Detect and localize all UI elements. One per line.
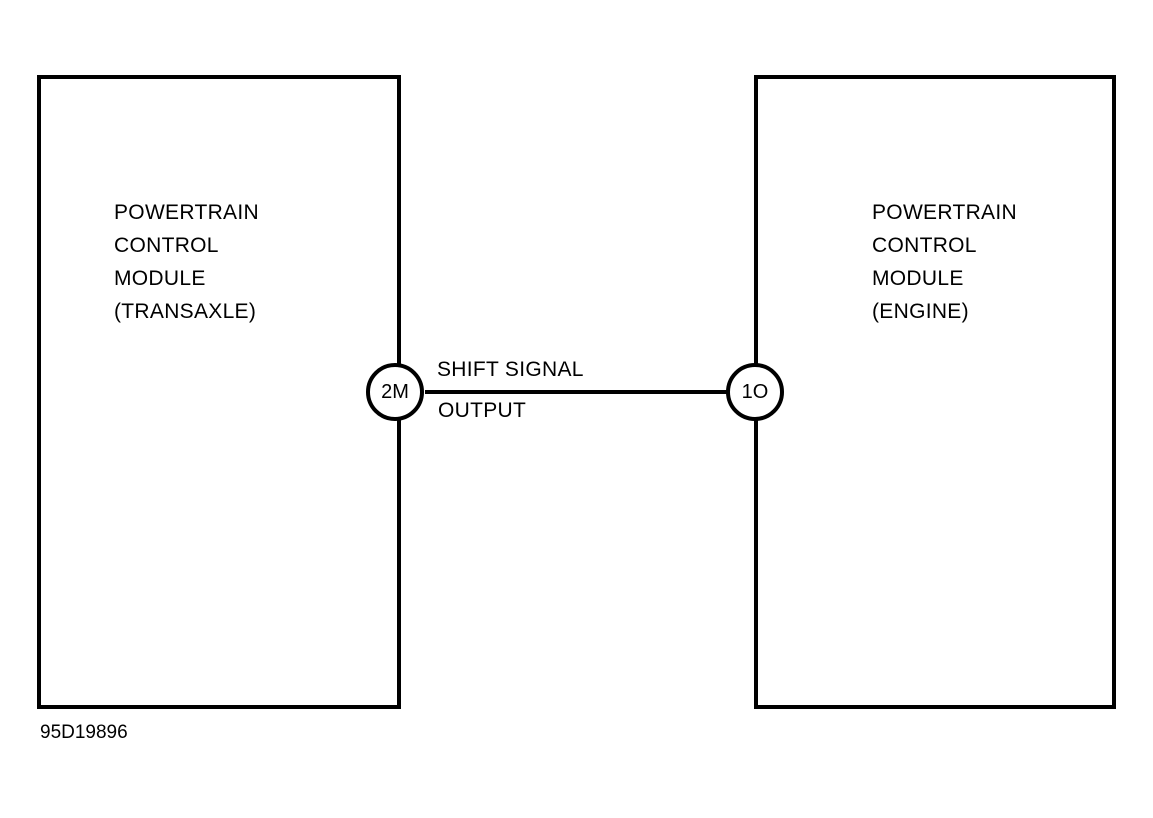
pcm-transaxle-label-line-4: (TRANSAXLE) <box>114 300 257 323</box>
pcm-engine-label-line-1: POWERTRAIN <box>872 201 1017 224</box>
connector-pin-1o: 1O <box>726 363 784 421</box>
pcm-engine-label-line-3: MODULE <box>872 267 964 290</box>
pcm-engine-label-line-2: CONTROL <box>872 234 977 257</box>
pcm-transaxle-box <box>37 75 401 709</box>
shift-signal-wire <box>425 390 728 394</box>
figure-id: 95D19896 <box>40 722 128 743</box>
pcm-engine-box <box>754 75 1116 709</box>
pcm-engine-label: POWERTRAIN CONTROL MODULE (ENGINE) <box>872 196 1017 328</box>
pcm-transaxle-label: POWERTRAIN CONTROL MODULE (TRANSAXLE) <box>114 196 259 328</box>
pcm-engine-label-line-4: (ENGINE) <box>872 300 969 323</box>
pcm-transaxle-label-line-2: CONTROL <box>114 234 219 257</box>
wire-label-output: OUTPUT <box>438 399 527 422</box>
pcm-transaxle-label-line-3: MODULE <box>114 267 206 290</box>
pcm-transaxle-label-line-1: POWERTRAIN <box>114 201 259 224</box>
wire-label-shift-signal: SHIFT SIGNAL <box>437 358 584 381</box>
connector-pin-2m: 2M <box>366 363 424 421</box>
